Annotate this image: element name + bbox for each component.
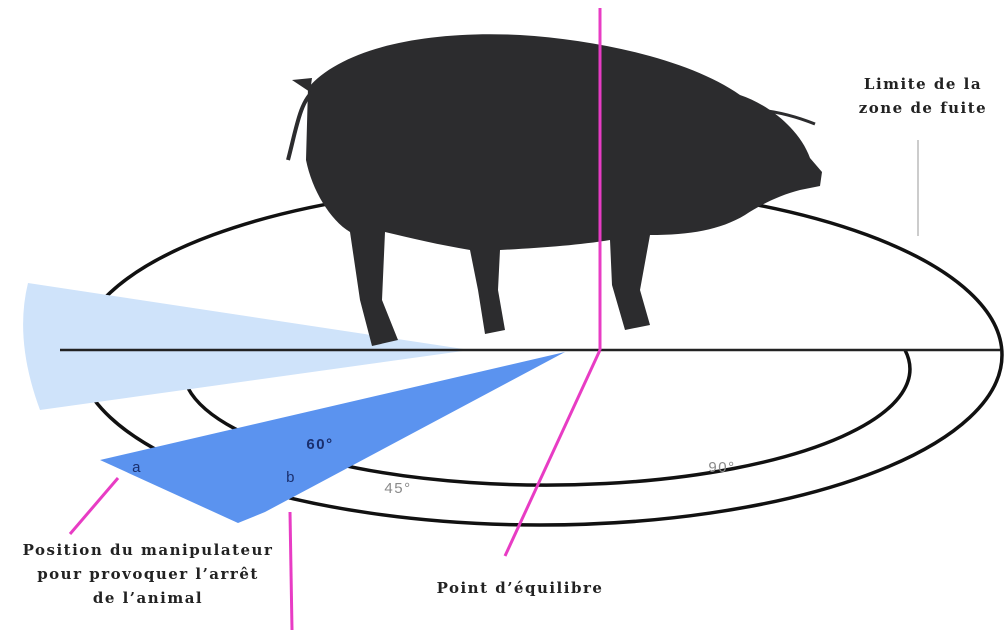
balance-point-label: Point d’équilibre	[436, 579, 604, 597]
point-b-pointer	[288, 511, 294, 631]
point-b-label: b	[286, 469, 296, 486]
angle-90-label: 90°	[708, 459, 736, 476]
pig-icon	[286, 34, 822, 346]
flight-zone-label: Limite de la zone de fuite	[858, 75, 988, 117]
angle-45-label: 45°	[384, 480, 412, 497]
handler-position-label: Position du manipulateur pour provoquer …	[22, 541, 274, 607]
handler-position-pointer	[68, 477, 120, 535]
stop-zone-wedge	[100, 352, 565, 523]
balance-point-pointer	[503, 349, 602, 557]
angle-60-label: 60°	[306, 436, 334, 453]
point-a-label: a	[132, 459, 142, 476]
blind-zone-wedge	[23, 283, 470, 410]
